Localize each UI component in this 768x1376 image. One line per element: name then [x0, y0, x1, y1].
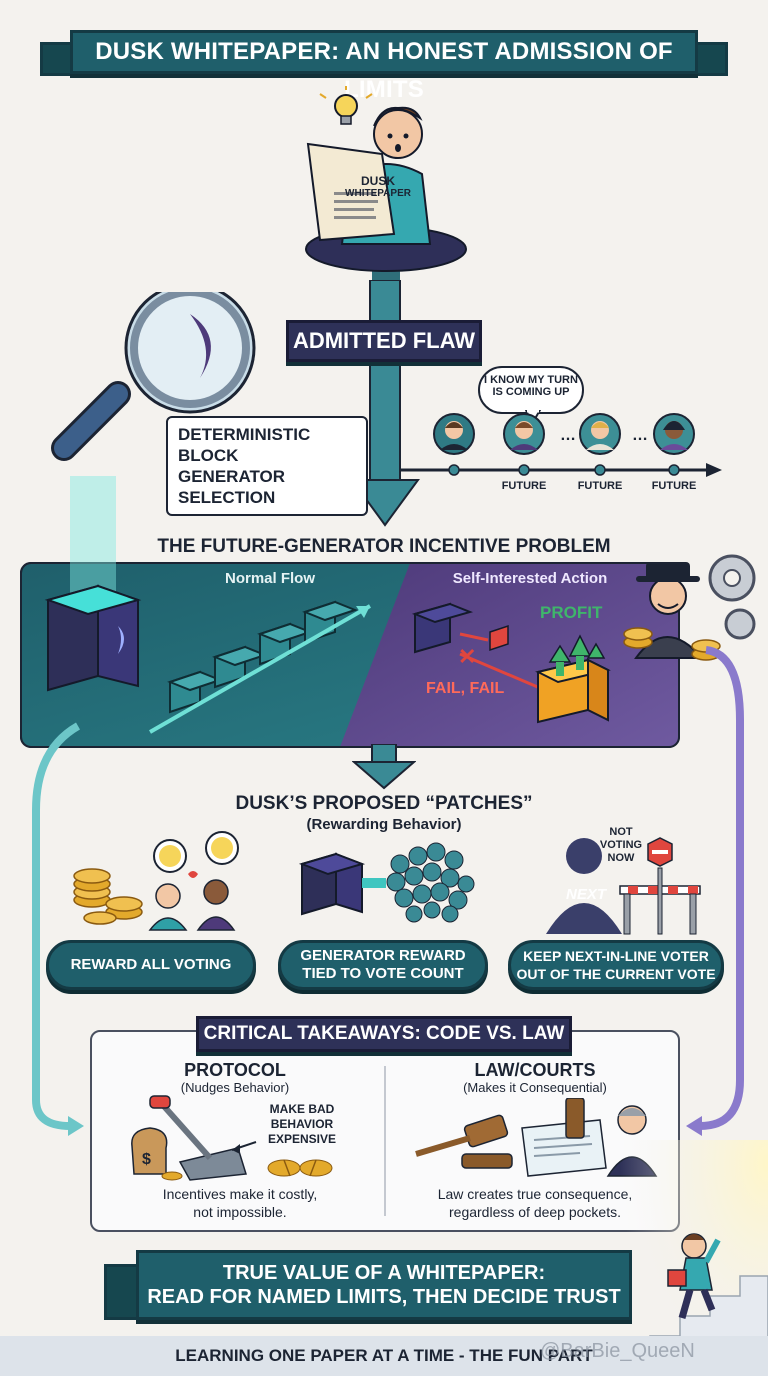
- speech-line1: I KNOW MY TURN: [484, 374, 578, 386]
- takeaways-banner: CRITICAL TAKEAWAYS: CODE VS. LAW: [196, 1016, 572, 1052]
- patches-subheading: (Rewarding Behavior): [306, 816, 462, 833]
- protocol-caption-line1: Incentives make it costly,: [162, 1186, 318, 1202]
- patch2-line1: GENERATOR REWARD: [300, 947, 466, 964]
- speech-bubble: I KNOW MY TURN IS COMING UP: [478, 366, 584, 414]
- glowing-block: [44, 476, 142, 692]
- generator-timeline: … …: [400, 413, 722, 477]
- footer-text: LEARNING ONE PAPER AT A TIME - THE FUN P…: [175, 1346, 593, 1365]
- magnifier-icon: [51, 292, 256, 461]
- avatar: [503, 413, 545, 455]
- watermark: @BarBie_QueeN: [540, 1340, 695, 1362]
- admitted-flaw-banner: ADMITTED FLAW: [286, 320, 482, 362]
- patches-down-arrow: [352, 744, 416, 790]
- fail-label: FAIL, FAIL: [426, 680, 505, 697]
- page-title: DUSK WHITEPAPER: AN HONEST ADMISSION OF …: [70, 30, 698, 103]
- future-label-3: FUTURE: [651, 480, 697, 492]
- protocol-note-line3: EXPENSIVE: [267, 1132, 337, 1146]
- svg-text:$: $: [142, 1151, 151, 1168]
- protocol-note-line1: MAKE BAD: [269, 1102, 335, 1116]
- avatar: [433, 413, 475, 455]
- svg-text:…: …: [560, 427, 576, 444]
- svg-text:✕: ✕: [458, 644, 476, 669]
- closing-line1: TRUE VALUE OF A WHITEPAPER:: [222, 1262, 546, 1284]
- reader-illustration: [305, 86, 467, 284]
- next-label: NEXT: [566, 886, 607, 903]
- next-voter-illustration: [546, 837, 701, 935]
- not-voting-line3: NOW: [607, 852, 635, 864]
- protocol-note-line2: BEHAVIOR: [270, 1117, 334, 1131]
- not-voting-line1: NOT: [609, 826, 633, 838]
- protocol-caption-line2: not impossible.: [193, 1204, 287, 1220]
- speech-line2: IS COMING UP: [492, 386, 570, 398]
- patch1-line1: REWARD ALL VOTING: [70, 956, 232, 973]
- protocol-title: PROTOCOL: [184, 1060, 286, 1080]
- paper-title-line1: DUSK: [360, 174, 395, 188]
- protocol-subtitle: (Nudges Behavior): [180, 1080, 290, 1095]
- main-down-arrow: [350, 280, 420, 527]
- law-caption-line2: regardless of deep pockets.: [449, 1204, 621, 1220]
- takeaways-divider: [384, 1066, 386, 1216]
- not-voting-line2: VOTING: [599, 839, 643, 851]
- incentive-panel: ✕: [20, 562, 680, 748]
- law-caption-line1: Law creates true consequence,: [437, 1186, 633, 1202]
- deterministic-label: DETERMINISTIC BLOCK GENERATOR SELECTION: [166, 416, 368, 516]
- normal-flow-label: Normal Flow: [224, 570, 315, 587]
- paper-title-line2: WHITEPAPER: [345, 188, 411, 199]
- self-interest-label: Self-Interested Action: [452, 570, 608, 587]
- patch3-line2: OUT OF THE CURRENT VOTE: [516, 966, 716, 982]
- patch-keep-next-voter-out: KEEP NEXT-IN-LINE VOTER OUT OF THE CURREN…: [508, 940, 724, 990]
- closing-line2: READ FOR NAMED LIMITS, THEN DECIDE TRUST: [147, 1286, 621, 1308]
- svg-text:…: …: [632, 427, 648, 444]
- footer-strip: [0, 1336, 768, 1376]
- vote-count-illustration: [298, 842, 475, 923]
- deterministic-line2: GENERATOR SELECTION: [178, 467, 286, 507]
- patch3-line1: KEEP NEXT-IN-LINE VOTER: [523, 948, 709, 964]
- villain-illustration: [623, 554, 756, 661]
- future-label-2: FUTURE: [577, 480, 623, 492]
- law-title: LAW/COURTS: [474, 1060, 596, 1080]
- protocol-lever-illustration: $: [131, 1095, 333, 1181]
- closing-banner: TRUE VALUE OF A WHITEPAPER: READ FOR NAM…: [136, 1250, 632, 1320]
- patch-reward-all-voting: REWARD ALL VOTING: [46, 940, 256, 990]
- law-subtitle: (Makes it Consequential): [463, 1080, 607, 1095]
- incentive-heading: THE FUTURE-GENERATOR INCENTIVE PROBLEM: [157, 536, 611, 557]
- deterministic-line1: DETERMINISTIC BLOCK: [178, 425, 311, 465]
- patch2-line2: TIED TO VOTE COUNT: [302, 965, 464, 982]
- side-arrow-right: [686, 646, 744, 1136]
- future-label-1: FUTURE: [501, 480, 547, 492]
- patches-heading: DUSK’S PROPOSED “PATCHES”: [235, 793, 533, 814]
- avatar: [579, 413, 621, 455]
- reward-voting-illustration: [73, 831, 239, 931]
- side-arrow-left: [32, 722, 84, 1136]
- avatar: [653, 413, 695, 455]
- profit-label: PROFIT: [540, 603, 603, 622]
